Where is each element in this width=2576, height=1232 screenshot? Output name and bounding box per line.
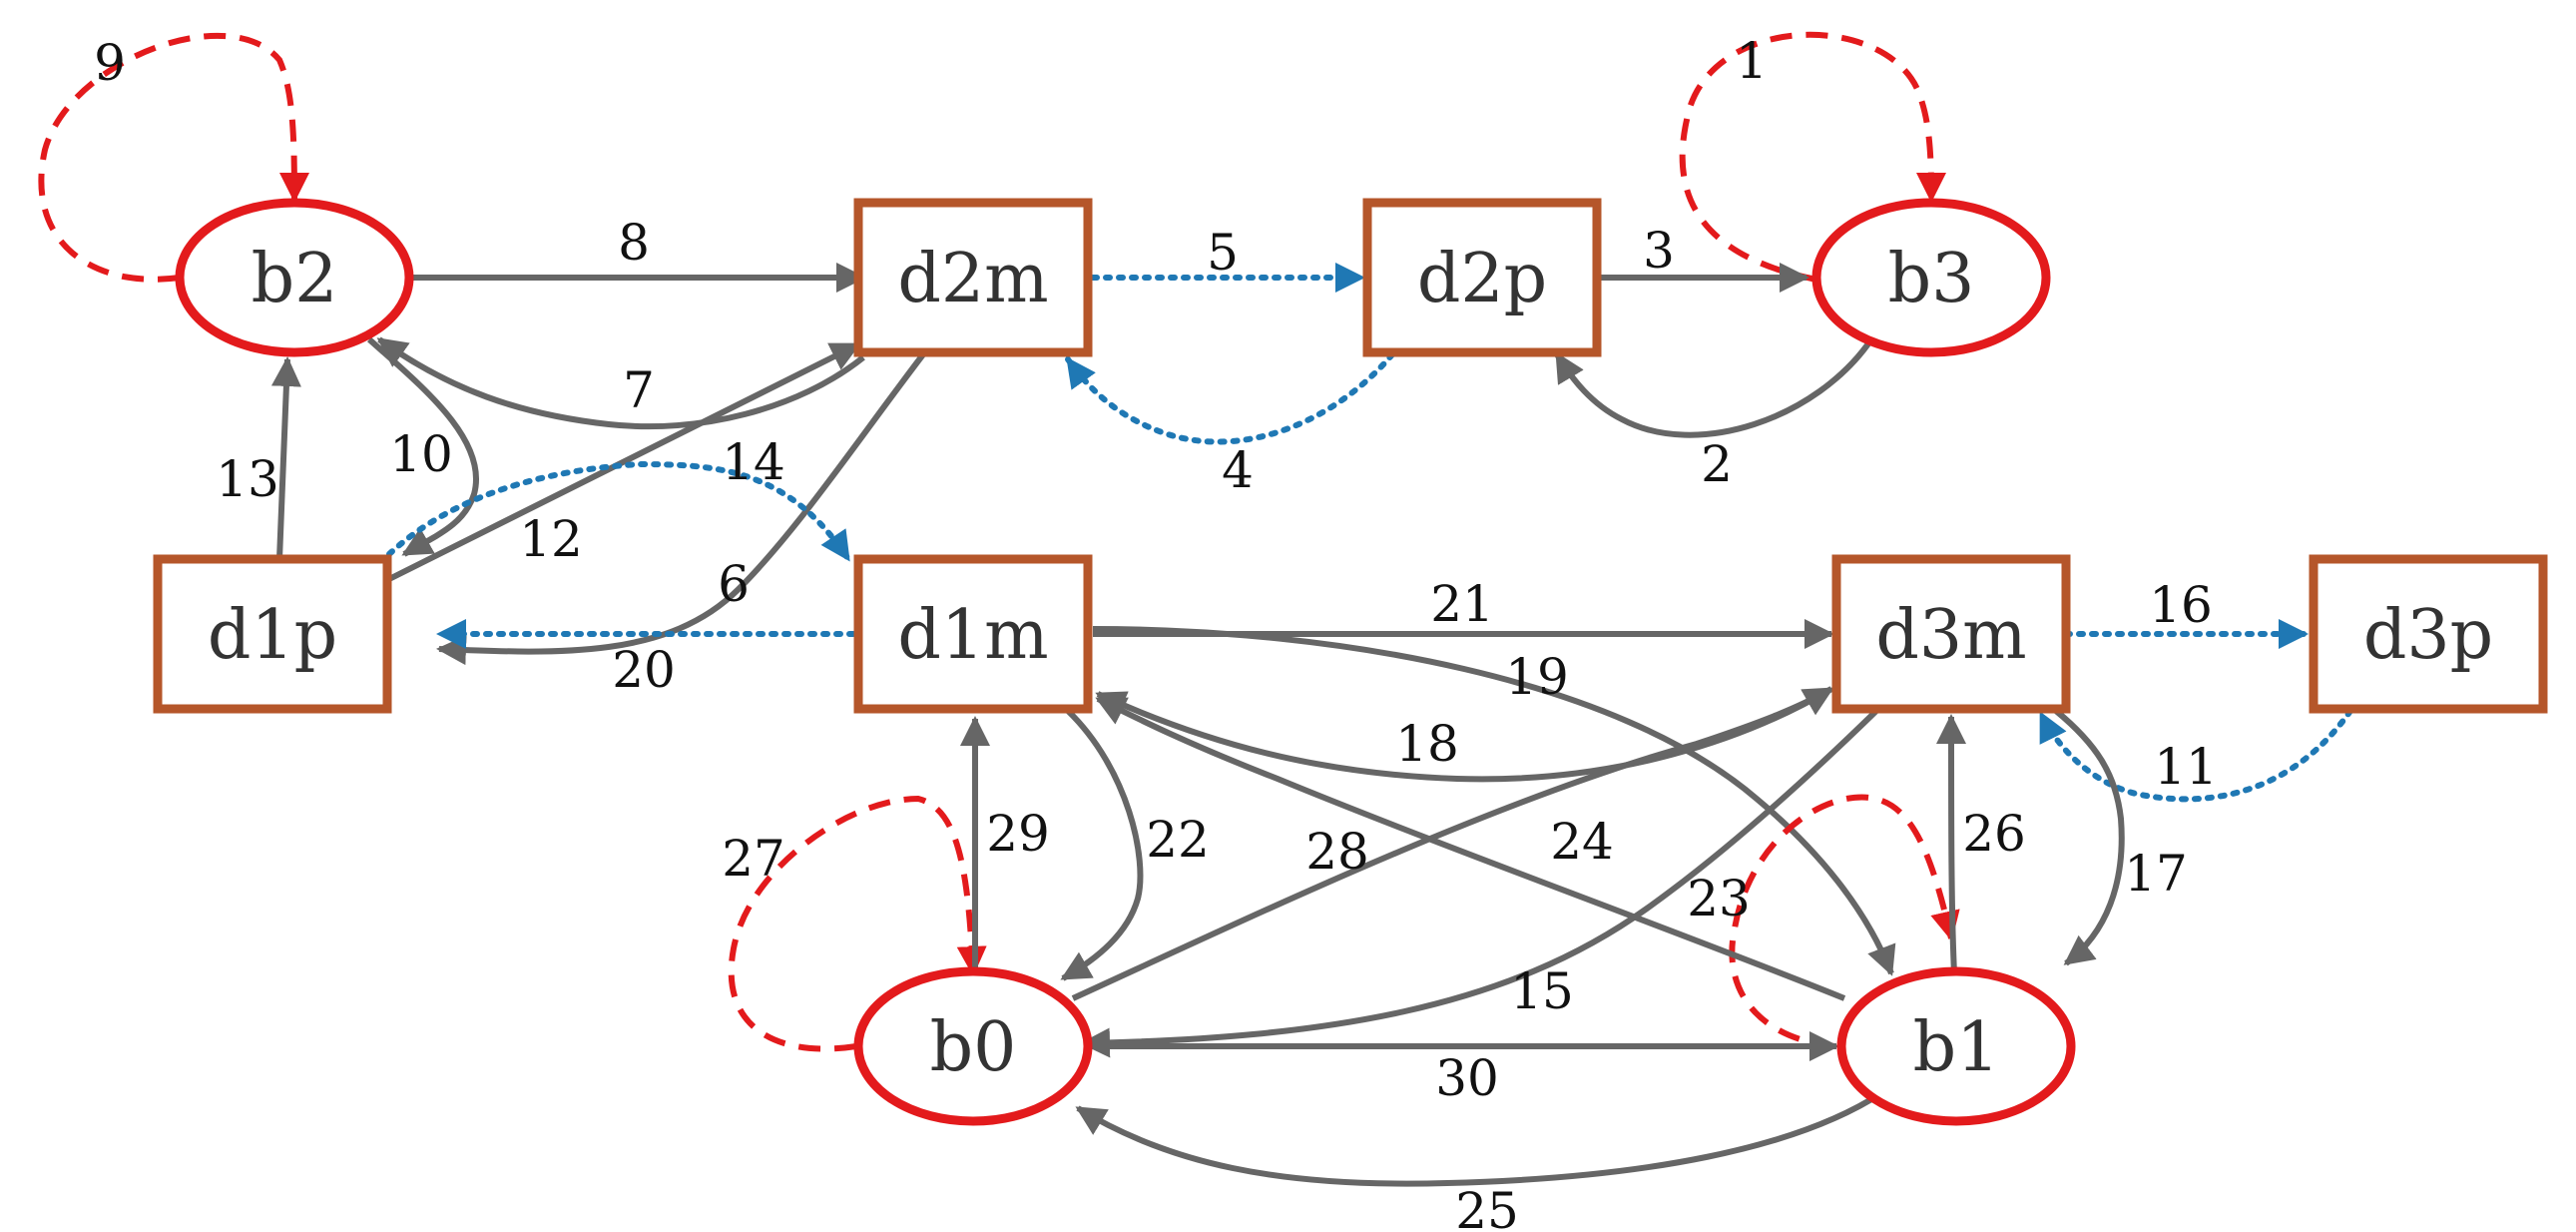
edge-d3p-to-d3m bbox=[2038, 708, 2353, 803]
edge-b0-to-d3m bbox=[1071, 686, 1834, 1001]
edge-label-26: 26 bbox=[1962, 805, 2026, 863]
node-d1m[interactable]: d1m bbox=[853, 554, 1093, 714]
edge-d3m-to-b1 bbox=[2054, 708, 2125, 966]
node-label: d2m bbox=[897, 240, 1048, 318]
node-ellipse bbox=[175, 198, 414, 357]
node-b2[interactable]: b2 bbox=[175, 198, 414, 357]
edge-label-27: 27 bbox=[722, 830, 785, 888]
edge-label-23: 23 bbox=[1687, 870, 1751, 927]
edge-label-8: 8 bbox=[618, 214, 650, 272]
node-d2p[interactable]: d2p bbox=[1362, 198, 1602, 357]
node-d3p[interactable]: d3p bbox=[2309, 554, 2548, 714]
edge-b1-to-b1 bbox=[1729, 794, 1960, 1049]
node-b3[interactable]: b3 bbox=[1811, 198, 2051, 357]
edge-d3m-to-b0 bbox=[1080, 708, 1879, 1058]
nodes-layer: b2 d2m d2p b3 d1p d1m d3m d3p b0 b1 bbox=[153, 198, 2548, 1126]
edge-b1-to-b0 bbox=[1075, 1090, 1883, 1187]
node-label: d2p bbox=[1417, 240, 1547, 318]
edge-label-22: 22 bbox=[1146, 811, 1210, 869]
node-label: d1m bbox=[897, 596, 1048, 675]
edge-b1-to-d3m bbox=[1936, 714, 1967, 974]
edge-d1p-to-d2m bbox=[387, 341, 861, 582]
edge-label-30: 30 bbox=[1435, 1049, 1499, 1107]
edge-label-9: 9 bbox=[94, 34, 126, 92]
edge-label-12: 12 bbox=[519, 510, 583, 568]
edge-label-1: 1 bbox=[1736, 32, 1768, 90]
edge-label-7: 7 bbox=[623, 361, 655, 419]
edge-b2-to-b2 bbox=[38, 32, 309, 283]
node-label: b2 bbox=[252, 240, 338, 318]
edge-d1m-to-b1 bbox=[1092, 626, 1896, 976]
edge-label-17: 17 bbox=[2124, 845, 2188, 903]
node-ellipse bbox=[1811, 198, 2051, 357]
node-label: b0 bbox=[930, 1008, 1017, 1087]
edge-label-6: 6 bbox=[718, 555, 750, 613]
edge-d2p-to-d2m bbox=[1065, 351, 1395, 445]
edge-b2-to-d1p bbox=[366, 336, 479, 557]
edge-d1p-to-d1m bbox=[386, 460, 851, 562]
edges-layer bbox=[38, 31, 2353, 1187]
edge-label-19: 19 bbox=[1505, 648, 1569, 706]
edge-label-11: 11 bbox=[2154, 738, 2218, 796]
edge-b1-to-d1m bbox=[1095, 696, 1846, 1001]
edge-label-13: 13 bbox=[216, 450, 279, 508]
node-box bbox=[1831, 554, 2071, 714]
node-box bbox=[1362, 198, 1602, 357]
edge-label-4: 4 bbox=[1222, 441, 1254, 499]
node-ellipse bbox=[1836, 966, 2076, 1126]
node-label: b3 bbox=[1888, 240, 1975, 318]
node-box bbox=[153, 554, 392, 714]
edge-d1m-to-b0 bbox=[1060, 708, 1144, 981]
edge-label-21: 21 bbox=[1430, 575, 1494, 633]
edge-label-25: 25 bbox=[1455, 1182, 1519, 1232]
edge-label-2: 2 bbox=[1701, 435, 1733, 493]
node-box bbox=[853, 198, 1093, 357]
edge-label-28: 28 bbox=[1305, 823, 1369, 881]
node-b0[interactable]: b0 bbox=[853, 966, 1093, 1126]
edge-d3m-to-d1m bbox=[1095, 686, 1833, 783]
edge-b3-to-d2p bbox=[1554, 337, 1874, 438]
edge-label-16: 16 bbox=[2149, 576, 2213, 634]
edge-label-29: 29 bbox=[986, 805, 1050, 863]
node-b1[interactable]: b1 bbox=[1836, 966, 2076, 1126]
edge-label-18: 18 bbox=[1395, 715, 1459, 773]
edge-label-5: 5 bbox=[1207, 224, 1239, 282]
edge-label-15: 15 bbox=[1510, 962, 1574, 1020]
edge-label-20: 20 bbox=[612, 641, 676, 699]
edge-label-14: 14 bbox=[722, 433, 785, 491]
node-d3m[interactable]: d3m bbox=[1831, 554, 2071, 714]
edge-label-24: 24 bbox=[1550, 813, 1614, 871]
edge-d2m-to-b2 bbox=[376, 336, 865, 430]
edge-d2m-to-d1p bbox=[436, 352, 926, 666]
edge-b0-to-b0 bbox=[728, 795, 987, 1052]
node-label: d1p bbox=[208, 596, 337, 675]
edge-b3-to-b3 bbox=[1679, 31, 1946, 283]
edge-label-10: 10 bbox=[389, 425, 453, 483]
node-label: d3p bbox=[2363, 596, 2493, 675]
node-ellipse bbox=[853, 966, 1093, 1126]
node-d1p[interactable]: d1p bbox=[153, 554, 392, 714]
edge-label-3: 3 bbox=[1643, 222, 1675, 280]
node-label: b1 bbox=[1913, 1008, 2000, 1087]
edge-d1p-to-b2 bbox=[270, 356, 301, 560]
node-label: d3m bbox=[1875, 596, 2026, 675]
node-box bbox=[853, 554, 1093, 714]
node-box bbox=[2309, 554, 2548, 714]
node-d2m[interactable]: d2m bbox=[853, 198, 1093, 357]
